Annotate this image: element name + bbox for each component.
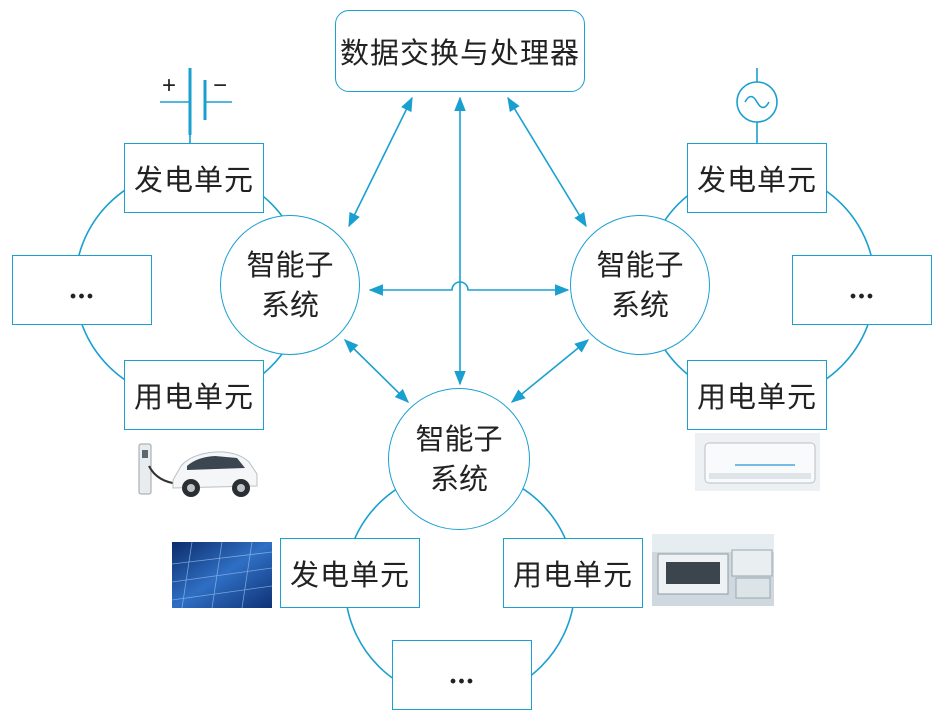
electric-car-image: [138, 443, 258, 497]
subsystem-bottom-line2: 系统: [429, 462, 488, 496]
left-generation-label: 发电单元: [133, 163, 254, 197]
left-more-label: …: [68, 275, 96, 305]
battery-plus-label: +: [162, 72, 176, 99]
arrow-processor-left: [348, 96, 413, 228]
air-conditioner-image: [695, 433, 820, 491]
bottom-generation-unit: 发电单元: [280, 538, 420, 608]
right-consumption-label: 用电单元: [696, 380, 817, 414]
processor-box: 数据交换与处理器: [335, 10, 585, 92]
solar-panel-image: [172, 542, 272, 608]
arrow-left-right: [368, 281, 570, 296]
battery-minus-label: −: [213, 72, 227, 99]
battery-storage-image: [652, 534, 774, 606]
left-consumption-label: 用电单元: [133, 380, 254, 414]
ac-sine-icon: [744, 95, 770, 109]
right-consumption-unit: 用电单元: [687, 360, 827, 430]
right-more-label: …: [848, 275, 876, 305]
bottom-consumption-label: 用电单元: [512, 558, 633, 592]
subsystem-bottom: 智能子 系统: [388, 388, 530, 530]
bottom-consumption-unit: 用电单元: [503, 538, 643, 608]
subsystem-right-line1: 智能子: [596, 248, 684, 282]
processor-label: 数据交换与处理器: [339, 36, 580, 70]
bottom-generation-label: 发电单元: [289, 558, 410, 592]
arrow-right-bottom: [510, 339, 590, 403]
subsystem-right: 智能子 系统: [570, 215, 710, 355]
arrow-processor-right: [507, 96, 587, 228]
right-generation-label: 发电单元: [696, 163, 817, 197]
arrow-left-bottom: [343, 338, 410, 404]
left-consumption-unit: 用电单元: [124, 360, 264, 430]
left-generation-unit: 发电单元: [124, 143, 264, 213]
subsystem-left-line2: 系统: [260, 288, 319, 322]
subsystem-right-line2: 系统: [610, 288, 669, 322]
ac-source-circle: [736, 81, 778, 123]
subsystem-bottom-line1: 智能子: [415, 422, 503, 456]
right-more-unit: …: [792, 255, 932, 325]
subsystem-left: 智能子 系统: [220, 215, 360, 355]
bottom-more-label: …: [448, 660, 476, 690]
subsystem-left-line1: 智能子: [246, 248, 334, 282]
battery-icon: [160, 68, 232, 135]
bottom-more-unit: …: [392, 640, 532, 710]
right-generation-unit: 发电单元: [687, 143, 827, 213]
left-more-unit: …: [12, 255, 152, 325]
